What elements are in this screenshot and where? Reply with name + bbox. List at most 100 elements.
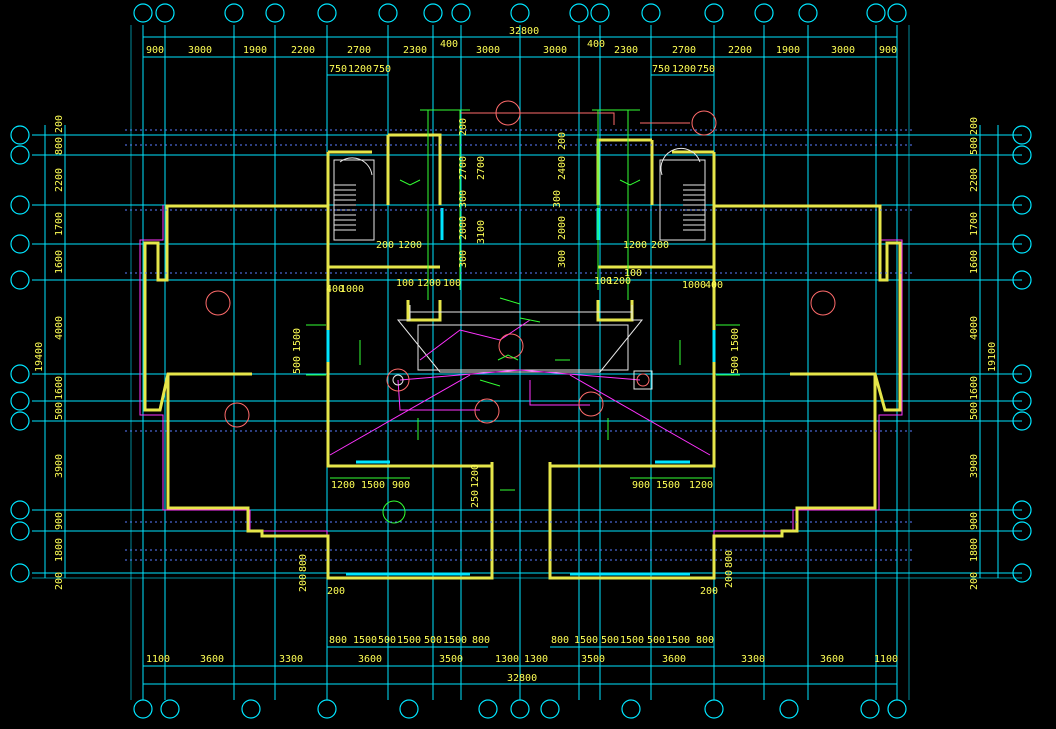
axis-bubbles-bottom — [133, 699, 907, 719]
shaft-left-v-1: 2700 — [458, 156, 469, 180]
balcony-left-0: 1200 — [331, 480, 355, 491]
center-bottom-v-1: 1200 — [470, 464, 481, 488]
left-dim-0: 200 — [54, 115, 65, 133]
right-dim-1: 500 — [969, 137, 980, 155]
stair-right-dim-2: 750 — [697, 64, 715, 75]
bottom-win-l-1: 1500 — [353, 635, 377, 646]
bottom-win-l-6: 800 — [472, 635, 490, 646]
blue-dashed-lines — [125, 129, 915, 561]
stair-left-dim-0: 750 — [329, 64, 347, 75]
bottom-win-r-6: 800 — [696, 635, 714, 646]
bottom-main-4: 3500 — [439, 654, 463, 665]
left-dim-10: 1800 — [54, 538, 65, 562]
corner-right-1: 800 — [724, 550, 735, 568]
shaft-right-v-1: 2400 — [557, 156, 568, 180]
bottom-win-l-2: 500 — [378, 635, 396, 646]
corner-left-2: 200 — [327, 586, 345, 597]
core-right-label-3: 1000 — [682, 280, 706, 291]
bottom-win-l-4: 500 — [424, 635, 442, 646]
corner-left-0: 200 — [298, 574, 309, 592]
left-dimension-texts: 19400 200 800 2200 1700 1600 4000 1600 5… — [34, 115, 65, 590]
bottom-win-l-5: 1500 — [443, 635, 467, 646]
stair-right-dim-0: 750 — [652, 64, 670, 75]
balcony-right-0: 900 — [632, 480, 650, 491]
right-dim-3: 1700 — [969, 212, 980, 236]
balcony-right-2: 1200 — [689, 480, 713, 491]
top-dim-13: 900 — [879, 45, 897, 56]
core-left-label-3: 1200 — [417, 278, 441, 289]
bottom-win-r-2: 500 — [601, 635, 619, 646]
core-right-label-4: 400 — [705, 280, 723, 291]
shaft-right-v-0: 200 — [557, 132, 568, 150]
bottom-win-r-4: 500 — [647, 635, 665, 646]
left-dim-1: 800 — [54, 137, 65, 155]
top-dimension-texts: 32800 900 3000 1900 2200 2700 2300 3000 … — [146, 26, 897, 75]
bottom-win-l-0: 800 — [329, 635, 347, 646]
living-right-v-0: 500 — [730, 356, 741, 374]
left-dim-2: 2200 — [54, 168, 65, 192]
green-annotations — [306, 109, 740, 491]
balcony-left-2: 900 — [392, 480, 410, 491]
shaft-left-v-5: 3100 — [476, 220, 487, 244]
core-left-label-4: 100 — [443, 278, 461, 289]
bottom-win-r-3: 1500 — [620, 635, 644, 646]
stair-left-dim-1: 1200 — [348, 64, 372, 75]
bottom-main-1: 3600 — [200, 654, 224, 665]
top-dim-9: 2700 — [672, 45, 696, 56]
left-dim-7: 500 — [54, 402, 65, 420]
top-dim-0: 900 — [146, 45, 164, 56]
vertical-axis-lines — [130, 25, 910, 700]
bottom-main-2: 3300 — [279, 654, 303, 665]
right-dim-5: 4000 — [969, 316, 980, 340]
right-dim-10: 1800 — [969, 538, 980, 562]
bottom-main-0: 1100 — [146, 654, 170, 665]
right-dim-4: 1600 — [969, 250, 980, 274]
core-left-label-1: 1000 — [340, 284, 364, 295]
bottom-win-r-0: 800 — [551, 635, 569, 646]
top-dim-11: 1900 — [776, 45, 800, 56]
right-dim-8: 3900 — [969, 454, 980, 478]
left-dim-11: 200 — [54, 572, 65, 590]
right-overall-dim: 19100 — [987, 342, 998, 372]
core-right-label-1: 1200 — [607, 276, 631, 287]
left-overall-dim: 19400 — [34, 342, 45, 372]
left-dim-8: 3900 — [54, 454, 65, 478]
bottom-main-7: 3500 — [581, 654, 605, 665]
walls-right-unit — [548, 138, 902, 580]
left-dim-4: 1600 — [54, 250, 65, 274]
shaft-left-v-6: 300 — [458, 250, 469, 268]
bottom-overall-dim: 32800 — [507, 673, 537, 684]
axis-bubbles-top — [133, 3, 907, 23]
shaft-left-v-4: 2000 — [458, 216, 469, 240]
living-left-v-1: 1500 — [292, 328, 303, 352]
top-dim-8: 2300 — [614, 45, 638, 56]
bottom-main-6: 1300 — [524, 654, 548, 665]
stair-left-dim-2: 750 — [373, 64, 391, 75]
right-dim-9: 900 — [969, 512, 980, 530]
right-dim-0: 200 — [969, 117, 980, 135]
bottom-main-3: 3600 — [358, 654, 382, 665]
shaft-left-v-2: 2700 — [476, 156, 487, 180]
corner-left-1: 800 — [298, 554, 309, 572]
diagonal-lines — [329, 319, 711, 456]
top-dim-2: 1900 — [243, 45, 267, 56]
top-dim-4: 2700 — [347, 45, 371, 56]
bottom-win-r-1: 1500 — [574, 635, 598, 646]
bottom-main-11: 1100 — [874, 654, 898, 665]
stair-right-dim-1: 1200 — [672, 64, 696, 75]
axis-bubbles-left — [10, 125, 30, 583]
top-dim-3: 2200 — [291, 45, 315, 56]
bottom-main-9: 3300 — [741, 654, 765, 665]
stair-right — [659, 147, 706, 241]
stair-left-label-1: 1200 — [398, 240, 422, 251]
stair-left — [333, 157, 375, 241]
shaft-right-v-2: 300 — [552, 190, 563, 208]
fixture-circles — [205, 100, 836, 524]
right-dim-11: 200 — [969, 572, 980, 590]
core-right-label-2: 100 — [624, 268, 642, 279]
right-dim-2: 2200 — [969, 168, 980, 192]
top-dim-5: 2300 — [403, 45, 427, 56]
right-dimension-texts: 19100 200 500 2200 1700 1600 4000 1600 5… — [969, 117, 998, 590]
bottom-dimension-texts: 800 1500 500 1500 500 1500 800 800 1500 … — [146, 635, 898, 684]
